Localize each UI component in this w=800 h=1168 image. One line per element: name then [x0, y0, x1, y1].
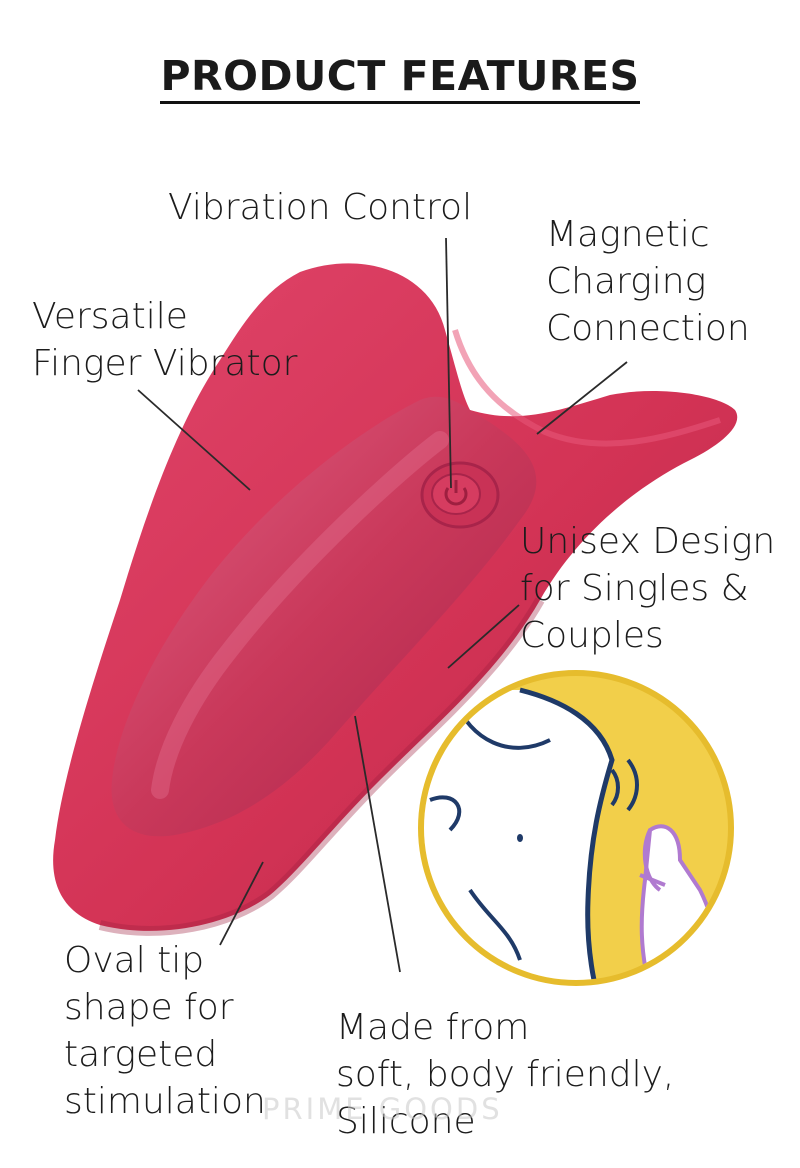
label-oval-tip: Oval tip shape for targeted stimulation — [64, 937, 266, 1125]
label-line: stimulation — [64, 1081, 266, 1122]
label-line: Made from — [336, 1007, 530, 1048]
label-line: Connection — [546, 308, 750, 349]
leader-lines — [137, 237, 628, 973]
label-material: Made from soft, body friendly, Silicone — [336, 1004, 674, 1145]
label-magnetic-charging: Magnetic Charging Connection — [546, 211, 750, 352]
finger-vibrator-image — [53, 263, 738, 936]
label-line: for Singles & — [520, 568, 749, 609]
usage-illustration — [418, 670, 734, 986]
label-line: Magnetic — [546, 214, 710, 255]
label-line: Couples — [520, 615, 664, 656]
watermark: PRIME GOODS — [262, 1092, 503, 1126]
label-line: Versatile — [32, 296, 188, 337]
page-title-text: PRODUCT FEATURES — [160, 52, 640, 104]
label-line: Vibration Control — [168, 187, 473, 228]
label-line: Unisex Design — [520, 521, 776, 562]
label-versatile: Versatile Finger Vibrator — [32, 293, 297, 387]
label-line: Silicone — [336, 1101, 476, 1142]
label-line: shape for — [64, 987, 234, 1028]
label-unisex: Unisex Design for Singles & Couples — [520, 518, 775, 659]
label-line: Finger Vibrator — [32, 343, 298, 384]
label-vibration-control: Vibration Control — [168, 184, 472, 231]
label-line: Oval tip — [64, 940, 205, 981]
page-title: PRODUCT FEATURES — [0, 52, 800, 104]
label-line: soft, body friendly, — [336, 1054, 675, 1095]
label-line: Charging — [546, 261, 707, 302]
power-icon — [420, 461, 500, 529]
label-line: targeted — [64, 1034, 218, 1075]
